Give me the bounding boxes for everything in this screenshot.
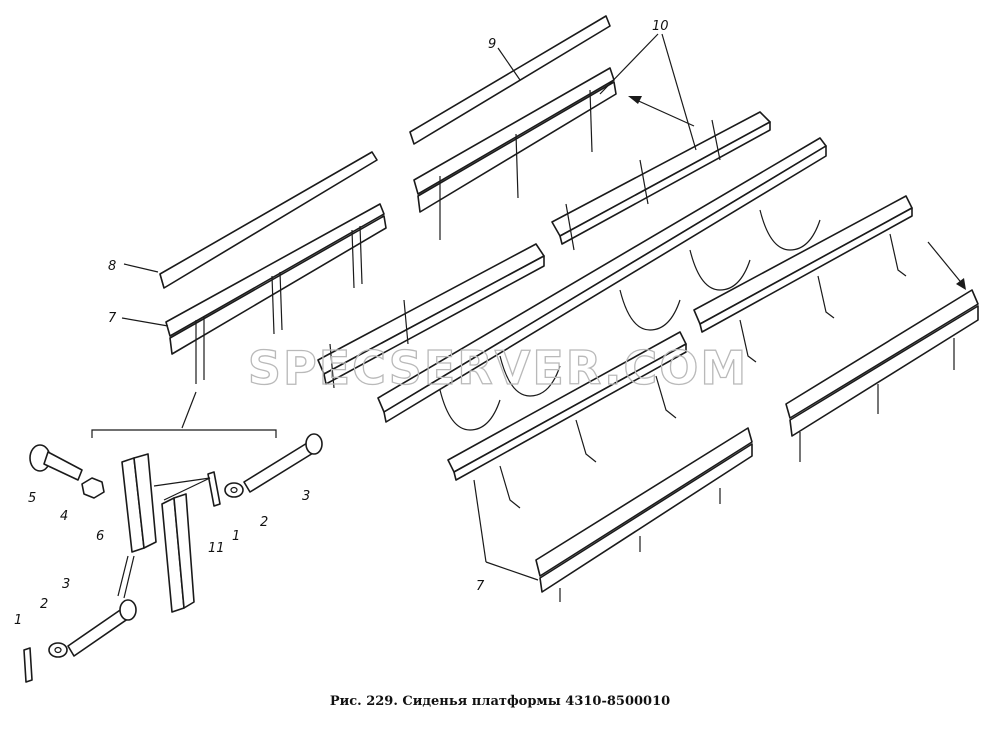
backrest-7: [165, 203, 387, 384]
washer-2-lower: [48, 642, 68, 658]
callout-7-lower: 7: [476, 579, 485, 594]
pin-3-lower: [67, 599, 137, 657]
figure-caption: Рис. 229. Сиденья платформы 4310-8500010: [329, 694, 671, 709]
pin-3-upper: [243, 433, 323, 493]
callout-1-upper: 1: [232, 529, 240, 544]
seat-row-upper: [551, 111, 771, 251]
board-9: [409, 15, 611, 145]
cotter-pin-1-upper: [207, 471, 221, 507]
seat-row-left-center: [317, 243, 545, 389]
board-8: [159, 151, 378, 289]
arrow-lower-right: [927, 241, 966, 290]
seat-row-right: [693, 195, 913, 363]
seat-row-middle-long: [377, 137, 827, 431]
watermark: SPECSERVER.COM: [248, 341, 748, 395]
callout-5: 5: [28, 491, 36, 506]
bracket-11: [161, 493, 195, 613]
washer-2-upper: [224, 482, 244, 498]
nut-4: [81, 477, 105, 499]
backrest-lower: [535, 427, 753, 602]
callout-9: 9: [488, 37, 496, 52]
callout-7-upper: 7: [108, 311, 117, 326]
arrow-upper: [628, 96, 695, 127]
seat-row-lower: [447, 331, 687, 509]
callout-1-lower: 1: [14, 613, 22, 628]
bolt-5: [29, 444, 83, 481]
callout-11: 11: [208, 541, 225, 556]
callout-2-upper: 2: [260, 515, 268, 530]
bracket-6: [121, 453, 157, 553]
leader-lines: [117, 33, 697, 599]
callout-6: 6: [96, 529, 104, 544]
cotter-pin-1-lower: [23, 647, 33, 683]
callout-2-lower: 2: [40, 597, 48, 612]
callout-4: 4: [60, 509, 68, 524]
exploded-bracket: [91, 391, 277, 438]
callout-8: 8: [108, 259, 116, 274]
callout-3-lower: 3: [62, 577, 70, 592]
callout-10: 10: [652, 19, 669, 34]
callout-3-upper: 3: [302, 489, 310, 504]
backrest-right: [785, 289, 979, 462]
